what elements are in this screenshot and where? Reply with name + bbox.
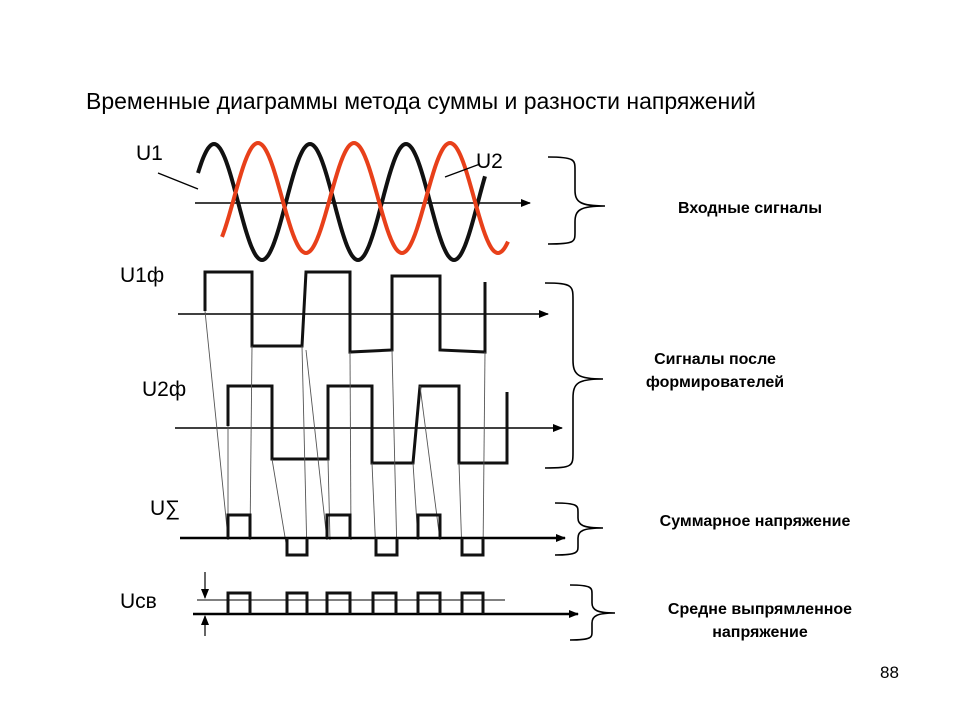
label-usv: Uсв [120,590,157,613]
desc-input-signals: Входные сигналы [677,200,823,217]
usv-pulses [226,591,485,614]
desc-rectified-voltage: Средне выпрямленное напряжение [667,601,853,641]
brace-shaped [544,282,604,469]
u1-sine-wave [196,141,487,263]
u2-leader-line [444,163,481,178]
brace-sum [554,502,604,556]
u1-leader-line [157,172,199,190]
brace-inputs [547,156,606,245]
u2f-square-wave [226,384,509,465]
label-usum: U∑ [150,497,181,520]
label-u2f: U2ф [142,378,187,401]
label-u1f: U1ф [120,264,165,287]
page-title: Временные диаграммы метода суммы и разно… [86,88,756,114]
page-number: 88 [880,663,899,682]
brace-rectified [569,584,616,641]
u2-sine-wave [220,140,510,256]
u1f-square-wave [203,270,487,354]
desc-sum-voltage: Суммарное напряжение [659,513,851,530]
usum-pulses [226,513,485,557]
label-u2: U2 [476,150,503,173]
label-u1: U1 [136,142,163,165]
desc-shaped-signals: Сигналы после формирователей [645,351,785,391]
projection-lines [204,310,486,556]
